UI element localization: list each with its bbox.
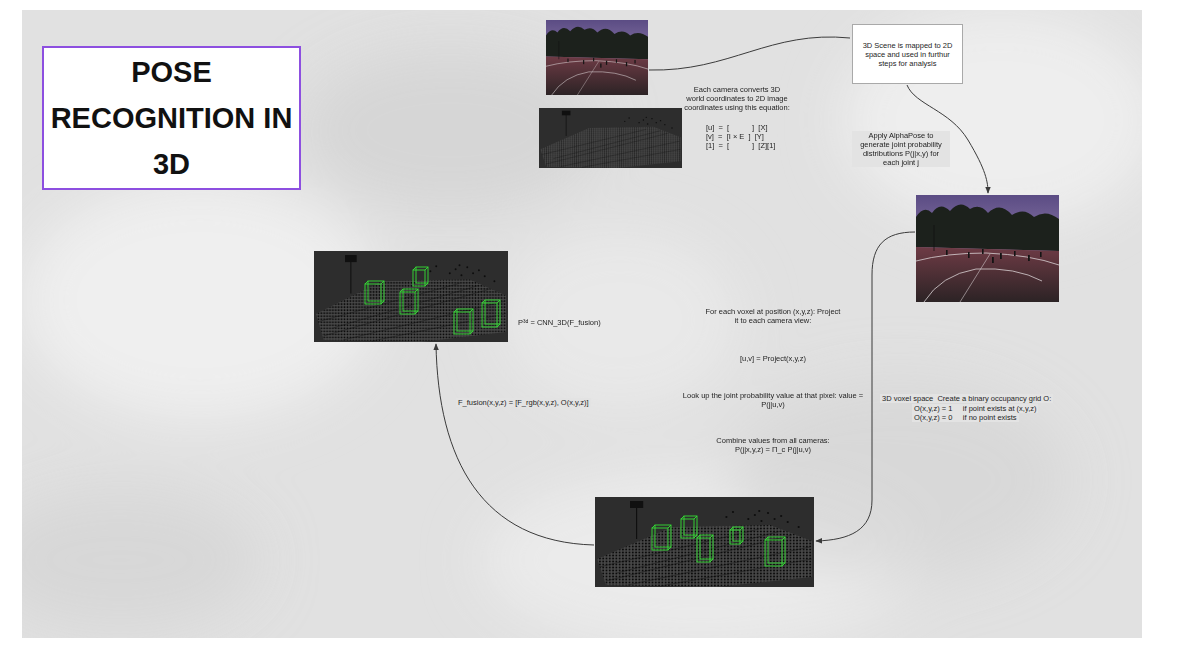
court-photo — [916, 195, 1059, 302]
flow-curves — [436, 37, 988, 545]
note-text: Look up the joint probability value at t… — [675, 391, 871, 409]
note-text: P³ᵈ = CNN_3D(F_fusion) — [518, 318, 601, 327]
note-text: O(x,y,z) = 1 if point exists at (x,y,z) — [912, 404, 1038, 413]
note-text: Combine values from all cameras: P(j|x,y… — [705, 436, 841, 454]
point-cloud-image — [314, 251, 508, 342]
court-photo — [546, 20, 648, 95]
flow-curve — [649, 37, 850, 70]
note-text: [u] = [ ] [X] — [706, 123, 767, 132]
point-cloud-image — [595, 497, 814, 587]
note-text: [1] = [ ] [Z][1] — [706, 141, 775, 150]
note-text: Apply AlphaPose to generate joint probab… — [852, 131, 950, 167]
note-text: [u,v] = Project(x,y,z) — [703, 354, 843, 363]
box-text: 3D Scene is mapped to 2D space and used … — [859, 41, 956, 68]
flow-curve — [436, 344, 594, 545]
watercolor-texture — [22, 10, 1142, 638]
note-text: For each voxel at position (x,y,z): Proj… — [703, 307, 843, 325]
note-text: O(x,y,z) = 0 if no point exists — [912, 413, 1019, 422]
point-cloud-image — [539, 108, 682, 168]
note-text: F_fusion(x,y,z) = [F_rgb(x,y,z), O(x,y,z… — [456, 398, 591, 407]
flow-curve — [816, 232, 915, 541]
title-box: POSE RECOGNITION IN 3D — [42, 46, 301, 190]
process-box: 3D Scene is mapped to 2D space and used … — [852, 24, 963, 84]
note-text: [v] = [I × E ] [Y] — [706, 132, 764, 141]
note-text: Each camera converts 3D world coordinate… — [684, 85, 790, 112]
title-text: POSE RECOGNITION IN 3D — [44, 49, 299, 187]
note-text: 3D voxel space Create a binary occupancy… — [880, 394, 1053, 403]
